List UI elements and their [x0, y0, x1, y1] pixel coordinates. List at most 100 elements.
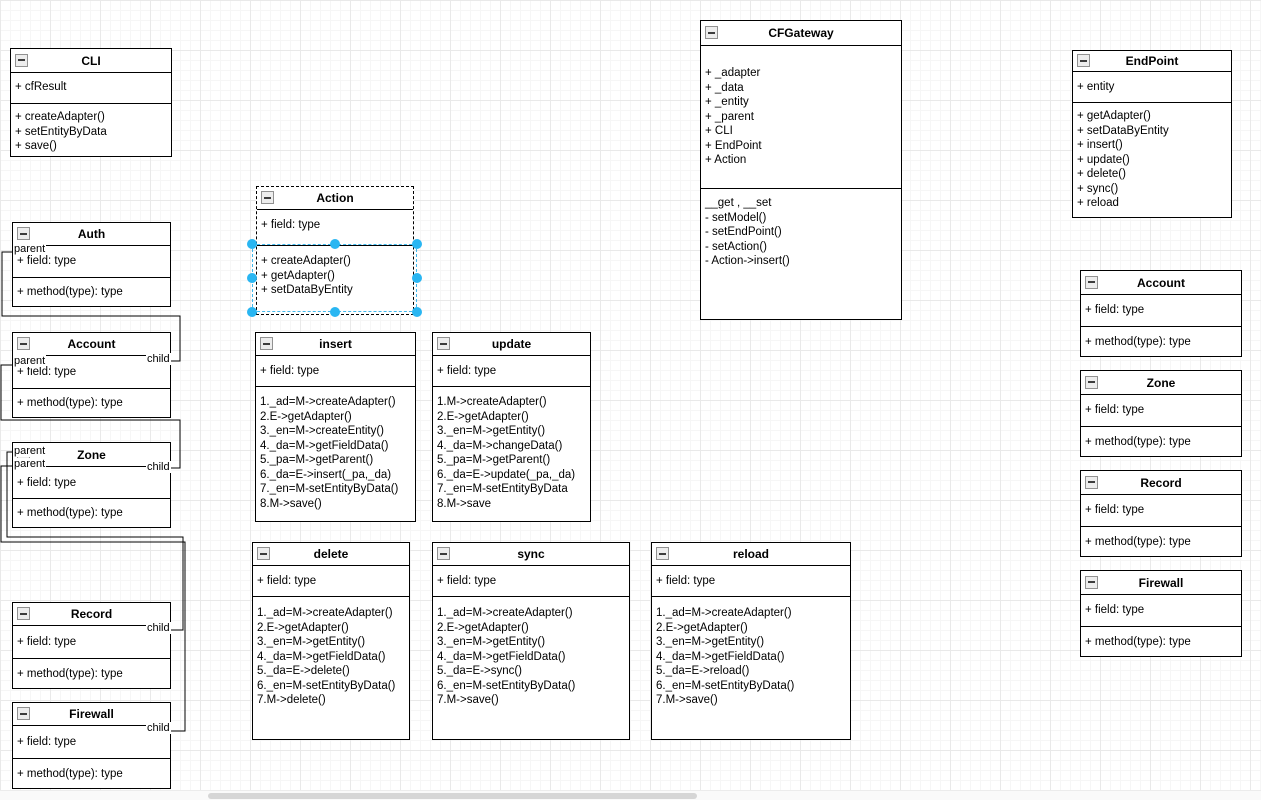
method-row[interactable]: 3._en=M->getEntity() — [257, 636, 366, 648]
class-record-left[interactable]: Record+ field: type+ method(type): type — [12, 602, 171, 689]
method-row[interactable]: 6._en=M-setEntityByData() — [656, 679, 795, 692]
class-account-left[interactable]: Account+ field: type+ method(type): type — [12, 332, 171, 418]
edge-account-parent-to-zone-child[interactable] — [0, 364, 181, 469]
collapse-icon[interactable] — [1085, 475, 1098, 489]
method-row[interactable]: + getAdapter() — [1077, 110, 1151, 122]
class-record-right[interactable]: Record+ field: type+ method(type): type — [1080, 470, 1242, 557]
attribute-row[interactable]: + field: type — [1085, 504, 1145, 516]
method-row[interactable]: 5._pa=M->getParent() — [437, 454, 551, 466]
collapse-icon[interactable] — [656, 547, 669, 560]
edge-zone-parent-to-record-child[interactable] — [6, 451, 184, 631]
method-row[interactable]: + method(type): type — [1085, 436, 1191, 448]
method-row[interactable]: + setEntityByData — [15, 125, 107, 138]
method-row[interactable]: 4._da=M->getFieldData() — [656, 650, 785, 663]
method-row[interactable]: 1.M->createAdapter() — [437, 396, 547, 408]
attribute-row[interactable]: + CLI — [705, 125, 733, 137]
edge-auth-parent-to-account-child[interactable] — [1, 251, 181, 362]
method-row[interactable]: + update() — [1077, 153, 1130, 166]
method-row[interactable]: 6._da=E->update(_pa,_da) — [437, 468, 576, 481]
attribute-row[interactable]: + field: type — [1085, 304, 1145, 316]
class-auth[interactable]: Auth+ field: type+ method(type): type — [12, 222, 171, 307]
method-row[interactable]: 8.M->save() — [260, 497, 322, 510]
attribute-row[interactable]: + field: type — [1085, 604, 1145, 616]
edge-label-child[interactable]: child — [146, 722, 171, 734]
method-row[interactable]: 4._da=M->changeData() — [437, 439, 563, 452]
selection-handle[interactable] — [329, 239, 340, 249]
method-row[interactable]: 3._en=M->getEntity() — [437, 425, 546, 437]
class-action[interactable]: Action+ field: type+ createAdapter()+ ge… — [256, 186, 414, 315]
method-row[interactable]: + method(type): type — [17, 507, 123, 519]
class-firewall-left[interactable]: Firewall+ field: type+ method(type): typ… — [12, 702, 171, 789]
method-row[interactable]: + method(type): type — [17, 668, 123, 680]
method-row[interactable]: + setDataByEntity — [1077, 124, 1169, 137]
method-row[interactable]: 1._ad=M->createAdapter() — [437, 607, 573, 619]
edge-label-child[interactable]: child — [146, 461, 171, 473]
attribute-row[interactable]: + _parent — [705, 110, 754, 123]
attribute-row[interactable]: + _adapter — [705, 67, 761, 79]
method-row[interactable]: - setEndPoint() — [705, 226, 782, 238]
method-row[interactable]: 6._da=E->insert(_pa,_da) — [260, 468, 392, 481]
attribute-row[interactable]: + Action — [705, 154, 747, 166]
method-row[interactable]: 2.E->getAdapter() — [257, 621, 349, 634]
class-cfgateway[interactable]: CFGateway+ _adapter+ _data+ _entity+ _pa… — [700, 20, 902, 320]
collapse-icon[interactable] — [1085, 575, 1098, 589]
edge-label-parent[interactable]: parent — [13, 458, 47, 470]
edge-label-child[interactable]: child — [146, 353, 171, 365]
selection-handle[interactable] — [247, 239, 257, 249]
method-row[interactable]: 4._da=M->getFieldData() — [437, 650, 566, 663]
collapse-icon[interactable] — [261, 191, 274, 204]
attribute-row[interactable]: + field: type — [1085, 404, 1145, 416]
attribute-row[interactable]: + field: type — [17, 636, 77, 648]
attribute-row[interactable]: + field: type — [17, 366, 77, 378]
attribute-row[interactable]: + _entity — [705, 96, 749, 108]
method-row[interactable]: 4._da=M->getFieldData() — [257, 650, 386, 663]
method-row[interactable]: 8.M->save — [437, 497, 492, 510]
method-row[interactable]: 7._en=M-setEntityByData() — [260, 483, 399, 495]
collapse-icon[interactable] — [17, 607, 30, 620]
method-row[interactable]: + method(type): type — [17, 286, 123, 298]
attribute-row[interactable]: + field: type — [261, 219, 321, 231]
method-row[interactable]: + setDataByEntity — [261, 284, 353, 296]
attribute-row[interactable]: + field: type — [17, 477, 77, 489]
method-row[interactable]: + sync() — [1077, 182, 1119, 195]
collapse-icon[interactable] — [437, 547, 450, 560]
edge-zone-parent-to-firewall-child[interactable] — [0, 465, 186, 732]
attribute-row[interactable]: + cfResult — [15, 81, 67, 93]
method-row[interactable]: 5._da=E->delete() — [257, 665, 350, 677]
collapse-icon[interactable] — [17, 337, 30, 350]
selection-handle[interactable] — [412, 239, 422, 249]
method-row[interactable]: 7.M->save() — [656, 694, 718, 706]
method-row[interactable]: 7.M->save() — [437, 694, 499, 706]
class-account-right[interactable]: Account+ field: type+ method(type): type — [1080, 270, 1242, 357]
collapse-icon[interactable] — [15, 53, 28, 67]
method-row[interactable]: + method(type): type — [1085, 536, 1191, 548]
collapse-icon[interactable] — [17, 707, 30, 720]
method-row[interactable]: + method(type): type — [1085, 636, 1191, 648]
scrollbar-thumb[interactable] — [208, 793, 697, 799]
class-endpoint[interactable]: EndPoint+ entity+ getAdapter()+ setDataB… — [1072, 50, 1232, 218]
attribute-row[interactable]: + field: type — [260, 365, 320, 377]
method-row[interactable]: 6._en=M-setEntityByData() — [257, 679, 396, 692]
class-zone-right[interactable]: Zone+ field: type+ method(type): type — [1080, 370, 1242, 457]
method-row[interactable]: 4._da=M->getFieldData() — [260, 439, 389, 452]
method-row[interactable]: + reload — [1077, 197, 1119, 209]
method-row[interactable]: 7._en=M-setEntityByData — [437, 483, 568, 495]
method-row[interactable]: 2.E->getAdapter() — [437, 621, 529, 634]
method-row[interactable]: 2.E->getAdapter() — [437, 410, 529, 423]
method-row[interactable]: - setAction() — [705, 240, 767, 253]
collapse-icon[interactable] — [257, 547, 270, 560]
selection-handle[interactable] — [412, 273, 422, 283]
method-row[interactable]: 3._en=M->getEntity() — [437, 636, 546, 648]
method-row[interactable]: - Action->insert() — [705, 255, 790, 267]
collapse-icon[interactable] — [1085, 275, 1098, 289]
attribute-row[interactable]: + _data — [705, 81, 744, 94]
attribute-row[interactable]: + EndPoint — [705, 139, 762, 152]
collapse-icon[interactable] — [437, 337, 450, 350]
method-row[interactable]: + delete() — [1077, 168, 1126, 180]
method-row[interactable]: 1._ad=M->createAdapter() — [656, 607, 792, 619]
